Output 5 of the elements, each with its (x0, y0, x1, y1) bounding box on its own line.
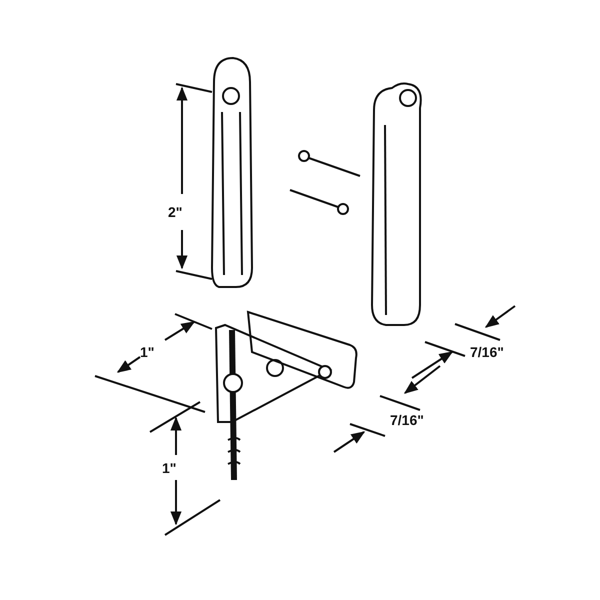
dimension-label: 1" (140, 344, 154, 360)
dimension-label: 7/16" (390, 412, 424, 428)
dimension-label: 7/16" (470, 344, 504, 360)
dimension-label: 2" (168, 204, 182, 220)
dimension-label: 1" (162, 460, 176, 476)
